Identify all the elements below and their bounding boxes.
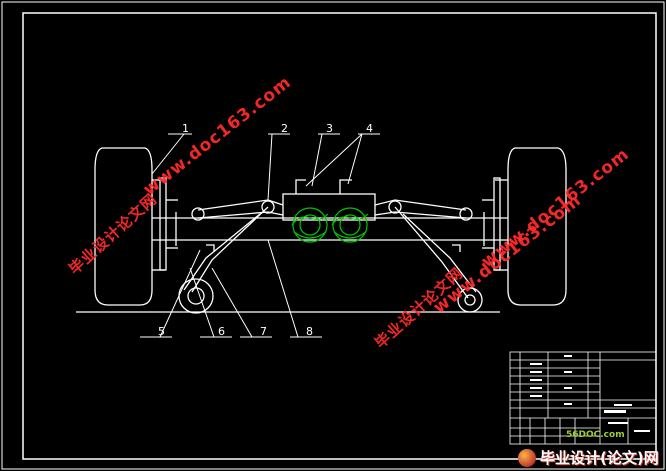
right-wheel bbox=[482, 147, 567, 306]
callout-5: 5 bbox=[158, 325, 165, 338]
title-block bbox=[509, 351, 657, 445]
callout-8: 8 bbox=[306, 325, 313, 338]
leader-lines bbox=[140, 133, 380, 338]
air-springs bbox=[291, 207, 369, 243]
small-site-label: 56DOC.com bbox=[566, 430, 625, 440]
drawing-frame bbox=[22, 12, 657, 460]
title-block-marks bbox=[530, 355, 650, 432]
site-logo: 毕业设计(论文)网 bbox=[518, 444, 666, 471]
callout-4: 4 bbox=[366, 122, 373, 135]
callout-6: 6 bbox=[218, 325, 225, 338]
axle-beam bbox=[152, 212, 508, 246]
callout-3: 3 bbox=[326, 122, 333, 135]
callout-2: 2 bbox=[281, 122, 288, 135]
upper-arms bbox=[191, 199, 473, 221]
callout-7: 7 bbox=[260, 325, 267, 338]
lower-links bbox=[178, 206, 483, 314]
left-wheel bbox=[94, 147, 178, 306]
callout-1: 1 bbox=[182, 122, 189, 135]
logo-text: 毕业设计(论文)网 bbox=[540, 449, 659, 467]
globe-icon bbox=[518, 448, 536, 467]
center-housing bbox=[282, 179, 376, 221]
callout-labels: 1 2 3 4 5 6 7 8 bbox=[158, 122, 373, 338]
